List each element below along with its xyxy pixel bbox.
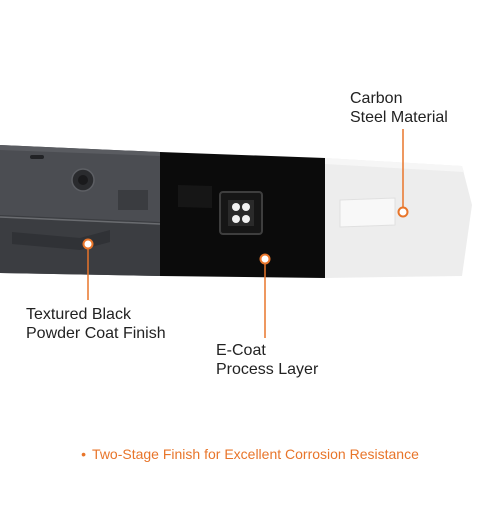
callout-carbon-steel-line2: Steel Material xyxy=(350,109,448,126)
callout-powder-coat-line2: Powder Coat Finish xyxy=(26,325,166,342)
feature-caption: • Two-Stage Finish for Excellent Corrosio… xyxy=(0,446,500,462)
ecoat-section xyxy=(160,152,325,278)
leader-lines xyxy=(87,129,404,338)
callout-carbon-steel-line1: Carbon xyxy=(350,90,403,107)
callout-ecoat: E-Coat Process Layer xyxy=(216,341,318,379)
flood-light xyxy=(219,191,263,235)
callout-powder-coat: Textured Black Powder Coat Finish xyxy=(26,305,166,343)
callout-ecoat-line2: Process Layer xyxy=(216,361,319,378)
callout-markers xyxy=(82,206,409,265)
bullet-icon: • xyxy=(81,446,87,462)
feature-caption-text: Two-Stage Finish for Excellent Corrosion… xyxy=(92,446,419,462)
powder-coat-section xyxy=(0,145,161,276)
callout-ecoat-line1: E-Coat xyxy=(216,342,266,359)
callout-carbon-steel: Carbon Steel Material xyxy=(350,89,448,127)
callout-powder-coat-line1: Textured Black xyxy=(26,306,131,323)
carbon-steel-section xyxy=(325,158,472,278)
